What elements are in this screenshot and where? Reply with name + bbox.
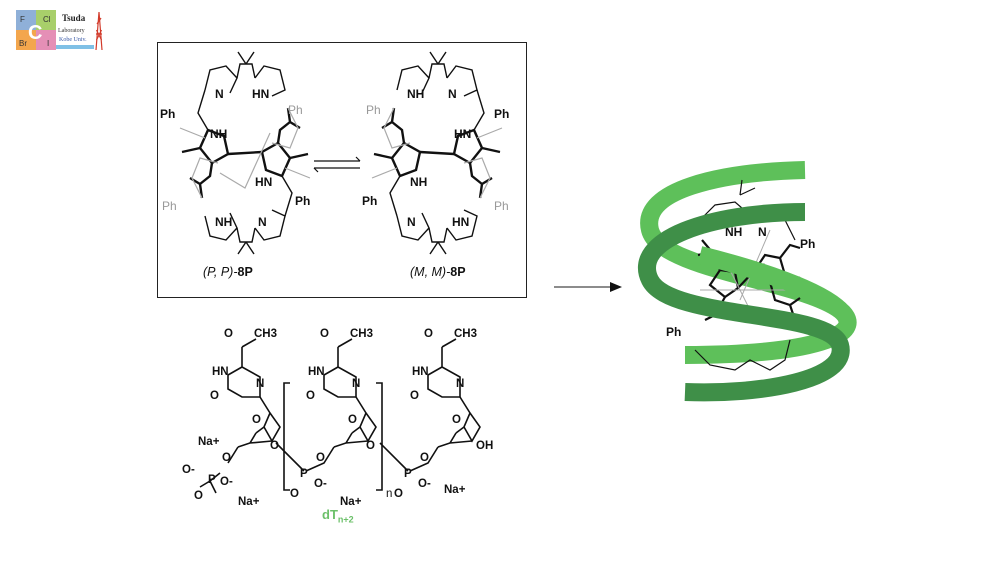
hn-label: HN xyxy=(454,127,471,141)
ph-label: Ph xyxy=(666,325,681,339)
logo-el-i: I xyxy=(47,39,49,48)
o-label: O xyxy=(320,328,329,340)
ph-label: Ph xyxy=(295,194,310,208)
hn-label: HN xyxy=(452,215,469,229)
o-label: O xyxy=(270,440,279,452)
o-label: O xyxy=(366,440,375,452)
o-label: O xyxy=(224,328,233,340)
p-label: P xyxy=(300,468,308,480)
o-label: O xyxy=(194,490,203,502)
mm-label-bold: 8P xyxy=(450,265,466,279)
logo-tile-i xyxy=(36,30,56,50)
pp-label-bold: 8P xyxy=(237,265,253,279)
logo-tile-br xyxy=(16,30,36,50)
logo-tile-f xyxy=(16,10,36,30)
n-label: N xyxy=(258,215,267,229)
pp-8p-structure: Ph N HN Ph NH HN Ph Ph NH N xyxy=(160,51,310,255)
o-label: O xyxy=(452,414,461,426)
ch3-label: CH3 xyxy=(254,328,277,340)
pp-label-prefix: (P, P)- xyxy=(203,265,238,279)
hn-label: HN xyxy=(308,366,325,378)
p-label: P xyxy=(404,468,412,480)
o-minus-label: O- xyxy=(220,476,233,488)
o-label: O xyxy=(222,452,231,464)
ph-label: Ph xyxy=(362,194,377,208)
o-minus-label: O- xyxy=(182,464,195,476)
nh-label: NH xyxy=(407,87,424,101)
helix-strand-dark xyxy=(638,203,850,402)
repeat-n-label: n xyxy=(386,488,392,500)
na-plus-label: Na+ xyxy=(444,484,466,496)
na-plus-label: Na+ xyxy=(238,496,260,508)
n-label: N xyxy=(352,378,360,390)
logo-el-f: F xyxy=(20,15,25,24)
nh-label: NH xyxy=(725,225,742,239)
na-plus-label: Na+ xyxy=(198,436,220,448)
na-plus-label: Na+ xyxy=(340,496,362,508)
mm-8p-structure: Ph NH N Ph HN NH Ph Ph N HN xyxy=(362,51,509,255)
o-label: O xyxy=(210,390,219,402)
o-label: O xyxy=(424,328,433,340)
dt-n2-label: dTn+2 xyxy=(322,507,354,525)
n-label: N xyxy=(256,378,264,390)
n-label: N xyxy=(215,87,224,101)
helix-strand-light xyxy=(640,161,857,364)
pp-8p-label: (P, P)-8P xyxy=(203,265,253,279)
ch3-label: CH3 xyxy=(350,328,373,340)
helix-strand-light-front xyxy=(697,246,847,317)
n-label: N xyxy=(456,378,464,390)
oh-label: OH xyxy=(476,440,493,452)
ph-label: Ph xyxy=(494,107,509,121)
o-minus-label: O- xyxy=(418,478,431,490)
hn-label: HN xyxy=(212,366,229,378)
ph-label-gray: Ph xyxy=(162,199,177,213)
o-label: O xyxy=(348,414,357,426)
n-label: N xyxy=(758,225,767,239)
ph-label-gray: Ph xyxy=(288,103,303,117)
ch3-label: CH3 xyxy=(454,328,477,340)
equilibrium-arrows-icon xyxy=(313,156,361,173)
ph-label-gray: Ph xyxy=(494,199,509,213)
nh-label: NH xyxy=(410,175,427,189)
o-label: O xyxy=(394,488,403,500)
o-label: O xyxy=(420,452,429,464)
o-label: O xyxy=(306,390,315,402)
nh-label: NH xyxy=(210,127,227,141)
o-label: O xyxy=(410,390,419,402)
logo-center-c: C xyxy=(28,22,42,44)
logo-el-cl: Cl xyxy=(43,15,51,24)
tsuda-lab-logo: F Cl Br I C Tsuda Laboratory Kobe Univ. xyxy=(16,10,106,53)
hn-label: HN xyxy=(412,366,429,378)
mm-8p-label: (M, M)-8P xyxy=(410,265,466,279)
kobe-tower-icon xyxy=(95,11,103,51)
o-label: O xyxy=(252,414,261,426)
dt-name-sub: n+2 xyxy=(337,514,354,525)
hn-label: HN xyxy=(252,87,269,101)
dt-oligomer-structure: O CH3 HN N O O Na+ O O O- P O- O Na+ O C… xyxy=(182,328,493,508)
o-label: O xyxy=(290,488,299,500)
n-label: N xyxy=(407,215,416,229)
o-minus-label: O- xyxy=(314,478,327,490)
n-label: N xyxy=(448,87,457,101)
p-label: P xyxy=(208,474,216,486)
right-arrow-icon xyxy=(554,282,622,292)
equilibrium-panel xyxy=(157,42,527,298)
ph-label: Ph xyxy=(800,237,815,251)
logo-graphic: F Cl Br I C Tsuda Laboratory Kobe Univ. xyxy=(16,10,103,51)
hn-label: HN xyxy=(255,175,272,189)
helix-complex: NH N Ph HN NH Ph xyxy=(638,161,857,402)
logo-el-br: Br xyxy=(19,39,27,48)
dt-name-main: dT xyxy=(322,507,338,522)
logo-lab-line3: Kobe Univ. xyxy=(59,37,87,43)
ph-label-gray: Ph xyxy=(366,103,381,117)
logo-lab-name: Tsuda xyxy=(62,13,86,23)
ph-label: Ph xyxy=(160,107,175,121)
mm-label-prefix: (M, M)- xyxy=(410,265,451,279)
nh-label: NH xyxy=(215,215,232,229)
logo-tile-cl xyxy=(36,10,56,30)
logo-lab-line2: Laboratory xyxy=(58,28,85,34)
o-label: O xyxy=(316,452,325,464)
